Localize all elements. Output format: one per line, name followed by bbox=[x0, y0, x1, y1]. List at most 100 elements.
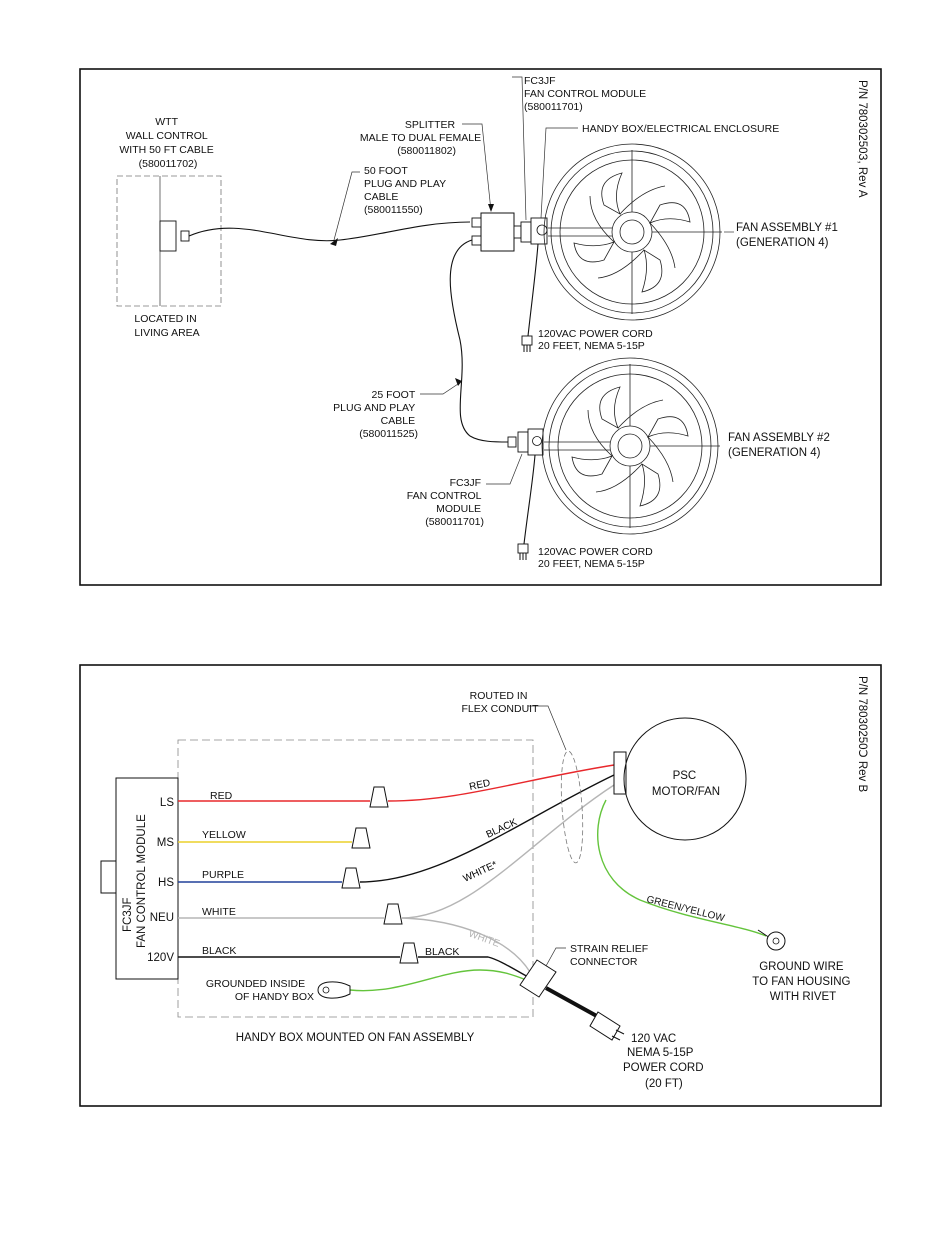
strain-relief-leader bbox=[545, 947, 566, 967]
fan-assembly-2-icon bbox=[541, 357, 720, 535]
splitter-leader bbox=[462, 123, 492, 212]
power-cord-1-plug-icon bbox=[521, 335, 533, 346]
module-2-plug-icon bbox=[507, 436, 517, 448]
wire-nut-yellow-icon bbox=[351, 827, 371, 849]
wire-label-white: WHITE bbox=[202, 906, 236, 918]
module-1-knob-icon bbox=[536, 224, 548, 236]
wire-white-to-motor bbox=[401, 784, 615, 919]
wire-nut-purple-icon bbox=[341, 867, 361, 889]
splitter-body bbox=[480, 212, 515, 252]
splitter: SPLITTER MALE TO DUAL FEMALE (580011802) bbox=[360, 119, 522, 252]
motor-label: PSC MOTOR/FAN bbox=[652, 770, 720, 798]
cable-25-label: 25 FOOT PLUG AND PLAY CABLE (580011525) bbox=[333, 389, 418, 440]
wire-red-to-motor bbox=[387, 764, 615, 802]
ground-wire-color-label: GREEN/YELLOW bbox=[645, 894, 726, 924]
splitter-male-plug-icon bbox=[513, 225, 522, 239]
wire-white-to-cord bbox=[401, 917, 531, 973]
motor-connector bbox=[613, 751, 627, 795]
wall-control: WTT WALL CONTROL WITH 50 FT CABLE (58001… bbox=[116, 116, 222, 339]
wire-black-to-motor bbox=[359, 774, 615, 883]
splitter-port-2-icon bbox=[471, 235, 482, 246]
module-label-name: FAN CONTROL MODULE bbox=[136, 814, 148, 948]
fan-control-module-2: FC3JF FAN CONTROL MODULE (580011701) bbox=[407, 428, 544, 528]
module-2-body bbox=[517, 431, 529, 453]
wire-black-to-cord bbox=[418, 956, 531, 979]
power-cord-plug-icon bbox=[589, 1011, 621, 1041]
terminal-neu: NEU bbox=[150, 912, 174, 924]
wire-nut-black-icon bbox=[399, 942, 419, 964]
ground-wire-label: GROUND WIRE TO FAN HOUSING WITH RIVET bbox=[752, 961, 853, 1003]
wire-label-yellow: YELLOW bbox=[202, 829, 246, 841]
terminal-ms: MS bbox=[157, 837, 175, 849]
wall-control-jack bbox=[159, 220, 177, 252]
ground-wire-motor bbox=[597, 799, 767, 937]
wall-control-plug-icon bbox=[180, 230, 190, 242]
cable-25-leader bbox=[420, 383, 459, 395]
handy-box-label: HANDY BOX/ELECTRICAL ENCLOSURE bbox=[582, 123, 779, 135]
module-2-knob-icon bbox=[532, 436, 542, 446]
diagram-2-part-number: P/N 78030250ꓛ Rev B bbox=[856, 676, 868, 792]
cable-50-label: 50 FOOT PLUG AND PLAY CABLE (580011550) bbox=[364, 165, 449, 216]
diagram-1-system-layout: P/N 78030250З, Rev A WTT WALL CONTROL WI… bbox=[79, 68, 882, 586]
fan-control-module-tab bbox=[100, 860, 117, 894]
diagram-2-frame bbox=[79, 664, 882, 1107]
wire-label-black: BLACK bbox=[202, 945, 236, 957]
splitter-port-1-icon bbox=[471, 217, 482, 228]
module-label-fc3jf: FC3JF bbox=[122, 898, 134, 933]
wire-label-purple: PURPLE bbox=[202, 869, 244, 881]
module-1-body bbox=[520, 221, 532, 243]
conduit-label: ROUTED IN FLEX CONDUIT bbox=[461, 690, 539, 715]
handy-box-ground-lug-icon bbox=[317, 981, 351, 999]
handy-box-outline bbox=[177, 739, 534, 1018]
power-cord-1-label: 120VAC POWER CORD 20 FEET, NEMA 5-15P bbox=[538, 328, 656, 352]
living-area-label: LOCATED IN LIVING AREA bbox=[134, 313, 199, 339]
power-cord-2-label: 120VAC POWER CORD 20 FEET, NEMA 5-15P bbox=[538, 546, 656, 570]
strain-relief-connector-icon bbox=[519, 959, 557, 998]
power-cord-2 bbox=[523, 454, 536, 545]
power-cord-1 bbox=[527, 243, 539, 337]
wall-control-label: WTT WALL CONTROL WITH 50 FT CABLE (58001… bbox=[119, 116, 216, 170]
module-1-leader bbox=[512, 76, 527, 221]
fan-assembly-2-label: FAN ASSEMBLY #2 (GENERATION 4) bbox=[728, 432, 833, 459]
flex-conduit-icon bbox=[560, 750, 584, 864]
motor-wire-label-white-2: WHITE bbox=[467, 928, 501, 949]
handy-box-leader bbox=[540, 127, 578, 219]
cable-50-arrowhead bbox=[330, 238, 338, 246]
grounded-label: GROUNDED INSIDE OF HANDY BOX bbox=[206, 978, 314, 1003]
diagram-1-frame bbox=[79, 68, 882, 586]
cable-25-foot bbox=[449, 239, 509, 443]
fan-assembly-1-icon bbox=[543, 143, 734, 321]
wire-label-red: RED bbox=[210, 790, 233, 802]
diagram-1-part-number: P/N 78030250З, Rev A bbox=[856, 80, 868, 198]
wire-nut-red-icon bbox=[369, 786, 389, 808]
motor-wire-label-black: BLACK bbox=[485, 817, 520, 841]
motor-wire-label-red: RED bbox=[468, 778, 491, 793]
terminal-120v: 120V bbox=[147, 952, 174, 964]
fan-control-module: FC3JF FAN CONTROL MODULE LS MS HS NEU 12… bbox=[100, 777, 179, 980]
motor-fan-icon bbox=[623, 717, 747, 841]
cable-25-arrowhead bbox=[455, 378, 462, 386]
power-cord-jacket bbox=[545, 986, 605, 1022]
wire-nut-white-icon bbox=[383, 903, 403, 925]
strain-relief-label: STRAIN RELIEF CONNECTOR bbox=[570, 943, 651, 968]
cable-50-foot bbox=[188, 221, 471, 242]
ground-wire-handy-box bbox=[349, 969, 533, 992]
power-cord-2-plug-icon bbox=[517, 543, 529, 554]
motor-wire-label-black-2: BLACK bbox=[425, 946, 459, 958]
splitter-label: SPLITTER MALE TO DUAL FEMALE (580011802) bbox=[360, 119, 484, 157]
conduit-leader bbox=[528, 705, 567, 751]
handy-box-caption: HANDY BOX MOUNTED ON FAN ASSEMBLY bbox=[236, 1032, 475, 1044]
fan-control-module-1: FC3JF FAN CONTROL MODULE (580011701) HAN… bbox=[512, 75, 779, 245]
power-cord-label: 120 VAC NEMA 5-15P POWER CORD (20 FT) bbox=[623, 1033, 707, 1090]
fan-assembly-1-label: FAN ASSEMBLY #1 (GENERATION 4) bbox=[736, 222, 841, 249]
splitter-arrowhead bbox=[488, 204, 494, 212]
motor-wire-label-white: WHITE* bbox=[462, 859, 499, 884]
terminal-ls: LS bbox=[160, 797, 174, 809]
terminal-hs: HS bbox=[158, 877, 174, 889]
module-2-label: FC3JF FAN CONTROL MODULE (580011701) bbox=[407, 477, 484, 528]
module-2-leader bbox=[486, 453, 523, 485]
module-1-label: FC3JF FAN CONTROL MODULE (580011701) bbox=[524, 75, 649, 113]
diagram-2-wiring: P/N 78030250ꓛ Rev B FC3JF FAN CONTROL MO… bbox=[79, 664, 882, 1107]
cable-50-leader bbox=[333, 171, 360, 241]
